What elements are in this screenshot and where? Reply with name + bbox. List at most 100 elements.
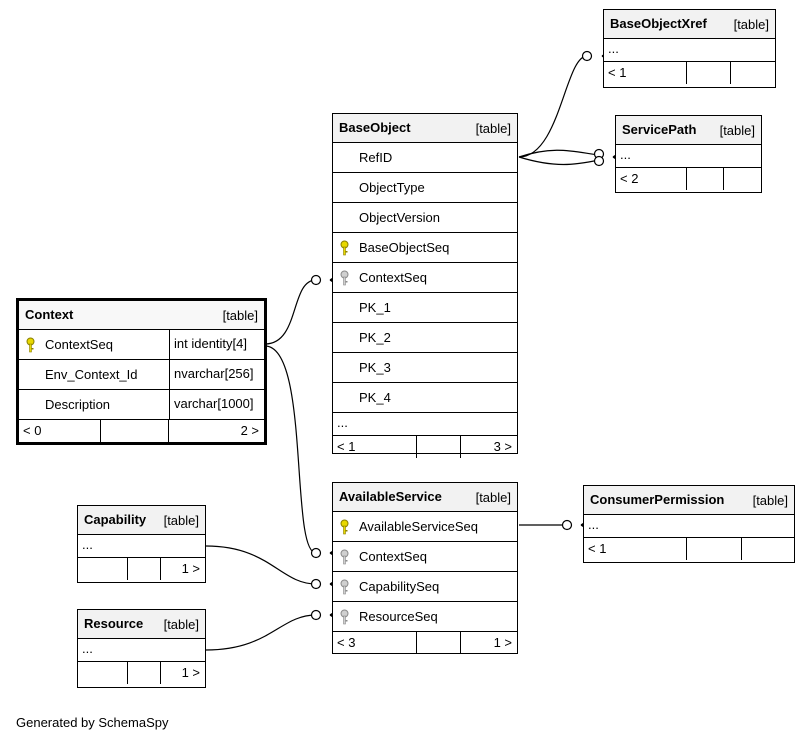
column-name: ContextSeq [359,549,427,564]
more-columns: ... [78,639,205,662]
table-footer: 1 > [78,558,205,580]
table-baseobject[interactable]: BaseObject [table] RefID ObjectType Obje… [332,113,518,458]
column-row: ContextSeq int identity[4] [19,330,264,360]
column-row: BaseObjectSeq [333,233,517,263]
more-columns: ... [333,413,517,436]
primary-key-icon [26,337,35,353]
table-name: Resource [84,616,144,631]
table-footer: < 1 [584,538,794,560]
column-row: ContextSeq [333,542,517,572]
optional-circle [310,547,322,559]
table-name: BaseObjectXref [610,16,707,31]
children-count: 2 > [240,423,259,438]
column-name: AvailableServiceSeq [359,519,478,534]
column-name: Env_Context_Id [45,367,138,382]
children-count: 1 > [493,635,512,650]
more-columns: ... [604,39,775,62]
more-columns: ... [616,145,761,168]
link-capability-availableservice [205,545,317,585]
parents-count: < 1 [337,439,356,454]
table-availableservice[interactable]: AvailableService [table] AvailableServic… [332,482,518,654]
column-name: ResourceSeq [359,609,438,624]
column-row: ObjectVersion [333,203,517,233]
foreign-key-icon [340,609,349,625]
table-tag: [table] [475,490,511,505]
primary-key-icon [340,519,349,535]
table-header: BaseObject [table] [333,114,517,143]
column-name: PK_1 [359,300,391,315]
children-count: 1 > [181,665,200,680]
table-header: ServicePath [table] [616,116,761,145]
column-row: PK_2 [333,323,517,353]
optional-circle [310,274,322,286]
optional-circle [593,155,605,167]
table-footer: 1 > [78,662,205,684]
parents-count: < 1 [588,541,607,556]
column-row: ResourceSeq [333,602,517,632]
table-footer: < 2 [616,168,761,190]
table-footer: < 0 2 > [19,420,264,442]
table-capability[interactable]: Capability [table] ... 1 > [77,505,206,583]
table-tag: [table] [733,17,769,32]
link-context-baseobject [264,279,317,345]
primary-key-icon [340,240,349,256]
column-name: ContextSeq [359,270,427,285]
link-context-availableservice [264,345,317,554]
foreign-key-icon [340,270,349,286]
column-name: RefID [359,150,393,165]
column-name: PK_3 [359,360,391,375]
table-servicepath[interactable]: ServicePath [table] ... < 2 [615,115,762,193]
column-name: ObjectVersion [359,210,440,225]
column-row: PK_3 [333,353,517,383]
column-row: RefID [333,143,517,173]
table-tag: [table] [719,123,755,138]
table-tag: [table] [163,513,199,528]
table-baseobjectxref[interactable]: BaseObjectXref [table] ... < 1 [603,9,776,88]
table-footer: < 1 [604,62,775,84]
table-header: Resource [table] [78,610,205,639]
foreign-key-icon [340,579,349,595]
link-baseobject-baseobjectxref [518,55,588,158]
table-header: ConsumerPermission [table] [584,486,794,515]
column-row: ObjectType [333,173,517,203]
table-name: AvailableService [339,489,442,504]
column-name: BaseObjectSeq [359,240,450,255]
table-header: Capability [table] [78,506,205,535]
table-tag: [table] [752,493,788,508]
table-name: ConsumerPermission [590,492,725,507]
table-name: BaseObject [339,120,411,135]
column-type: int identity[4] [169,330,247,359]
optional-circle [561,519,573,531]
column-row: ContextSeq [333,263,517,293]
table-tag: [table] [163,617,199,632]
children-count: 3 > [493,439,512,454]
column-row: AvailableServiceSeq [333,512,517,542]
column-name: PK_4 [359,390,391,405]
table-context[interactable]: Context [table] ContextSeq int identity[… [16,298,267,445]
optional-circle [581,50,593,62]
table-footer: < 3 1 > [333,632,517,654]
table-name: ServicePath [622,122,697,137]
column-name: PK_2 [359,330,391,345]
column-row: PK_4 [333,383,517,413]
table-header: AvailableService [table] [333,483,517,512]
table-name: Capability [84,512,147,527]
table-header: BaseObjectXref [table] [604,10,775,39]
table-header: Context [table] [19,301,264,330]
table-footer: < 1 3 > [333,436,517,458]
more-columns: ... [78,535,205,558]
column-row: Description varchar[1000] [19,390,264,420]
foreign-key-icon [340,549,349,565]
children-count: 1 > [181,561,200,576]
more-columns: ... [584,515,794,538]
parents-count: < 1 [608,65,627,80]
table-name: Context [25,307,74,322]
column-row: PK_1 [333,293,517,323]
optional-circle [310,609,322,621]
column-type: nvarchar[256] [169,360,254,389]
table-tag: [table] [222,308,258,323]
table-resource[interactable]: Resource [table] ... 1 > [77,609,206,688]
table-consumerpermission[interactable]: ConsumerPermission [table] ... < 1 [583,485,795,563]
link-baseobject-servicepath-2 [518,156,600,166]
